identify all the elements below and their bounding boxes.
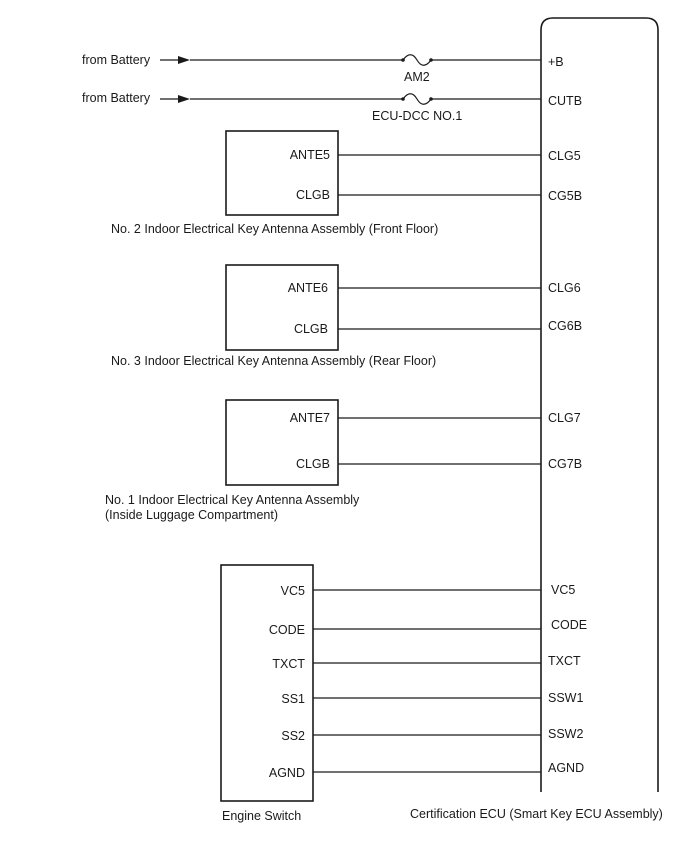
ecu-pin-label: SSW2 xyxy=(548,727,583,741)
certification-ecu-label: Certification ECU (Smart Key ECU Assembl… xyxy=(410,807,663,821)
antenna-label: No. 3 Indoor Electrical Key Antenna Asse… xyxy=(111,354,436,368)
ecu-pin-label: CLG5 xyxy=(548,149,581,163)
switch-terminal-label: VC5 xyxy=(281,584,305,598)
fuse-terminal xyxy=(401,58,405,62)
ecu-pin-label: CODE xyxy=(551,618,587,632)
ecu-pin-label: CG7B xyxy=(548,457,582,471)
switch-terminal-label: CODE xyxy=(269,623,305,637)
battery-feed-ecu-dcc: from Battery ECU-DCC NO.1 CUTB xyxy=(82,91,582,123)
fuse-icon xyxy=(402,54,432,66)
fuse-label: AM2 xyxy=(404,70,430,84)
engine-switch-box xyxy=(220,564,314,802)
arrow-right-icon xyxy=(178,56,190,64)
antenna-label-line2: (Inside Luggage Compartment) xyxy=(105,508,278,522)
ecu-pin-label: CLG7 xyxy=(548,411,581,425)
switch-terminal-label: TXCT xyxy=(272,657,305,671)
engine-switch: VC5 CODE TXCT SS1 SS2 AGND VC5 CODE TXCT… xyxy=(220,564,587,823)
battery-source-label: from Battery xyxy=(82,53,151,67)
antenna-label: No. 2 Indoor Electrical Key Antenna Asse… xyxy=(111,222,438,236)
antenna-terminal-label: CLGB xyxy=(296,188,330,202)
antenna-box xyxy=(225,264,339,351)
antenna-terminal-label: ANTE5 xyxy=(290,148,330,162)
antenna-box xyxy=(225,399,339,486)
antenna-box xyxy=(225,130,339,216)
ecu-pin-label: CUTB xyxy=(548,94,582,108)
ecu-pin-label: CLG6 xyxy=(548,281,581,295)
engine-switch-label: Engine Switch xyxy=(222,809,301,823)
ecu-pin-label: CG5B xyxy=(548,189,582,203)
ecu-pin-label: TXCT xyxy=(548,654,581,668)
switch-terminal-label: AGND xyxy=(269,766,305,780)
ecu-pin-label: CG6B xyxy=(548,319,582,333)
antenna-terminal-label: CLGB xyxy=(294,322,328,336)
antenna-terminal-label: ANTE6 xyxy=(288,281,328,295)
fuse-terminal xyxy=(401,97,405,101)
ecu-pin-label: AGND xyxy=(548,761,584,775)
antenna-luggage-compartment: ANTE7 CLGB CLG7 CG7B No. 1 Indoor Electr… xyxy=(105,399,582,522)
antenna-label: No. 1 Indoor Electrical Key Antenna Asse… xyxy=(105,493,360,507)
antenna-rear-floor: ANTE6 CLGB CLG6 CG6B No. 3 Indoor Electr… xyxy=(111,264,582,368)
ecu-pin-label: +B xyxy=(548,55,564,69)
antenna-front-floor: ANTE5 CLGB CLG5 CG5B No. 2 Indoor Electr… xyxy=(111,130,582,236)
antenna-terminal-label: ANTE7 xyxy=(290,411,330,425)
ecu-pin-label: VC5 xyxy=(551,583,575,597)
battery-source-label: from Battery xyxy=(82,91,151,105)
battery-feed-am2: from Battery AM2 +B xyxy=(82,53,564,84)
certification-ecu-block xyxy=(540,17,659,792)
switch-terminal-label: SS2 xyxy=(281,729,305,743)
antenna-terminal-label: CLGB xyxy=(296,457,330,471)
fuse-icon xyxy=(402,93,432,105)
arrow-right-icon xyxy=(178,95,190,103)
switch-terminal-label: SS1 xyxy=(281,692,305,706)
fuse-label: ECU-DCC NO.1 xyxy=(372,109,462,123)
ecu-pin-label: SSW1 xyxy=(548,691,583,705)
